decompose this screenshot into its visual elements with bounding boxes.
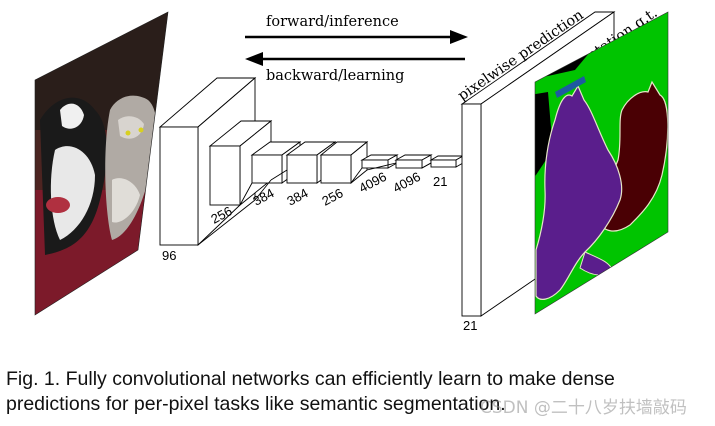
figure-caption: Fig. 1. Fully convolutional networks can…	[6, 367, 710, 417]
caption-line-1: Fig. 1. Fully convolutional networks can…	[6, 368, 615, 390]
caption-line-2: predictions for per-pixel tasks like sem…	[6, 393, 506, 415]
layer-block-256b	[319, 141, 369, 184]
forward-arrow	[245, 30, 468, 44]
layer-block-21	[429, 155, 465, 168]
csdn-watermark: CSDN @二十八岁扶墙敲码	[480, 398, 687, 418]
fcn-architecture-figure: forward/inference backward/learning	[34, 5, 669, 333]
layer-label-96: 96	[162, 248, 176, 263]
segmentation-gt-marker	[555, 76, 586, 98]
forward-label: forward/inference	[266, 14, 399, 30]
backward-label: backward/learning	[266, 68, 404, 84]
layer-block-4096a	[360, 154, 399, 169]
layer-label-256b: 256	[319, 185, 345, 208]
layer-label-4096b: 4096	[390, 169, 423, 196]
backward-arrow	[245, 52, 465, 66]
input-image	[34, 11, 169, 316]
layer-label-21: 21	[433, 174, 447, 189]
layer-connectors	[197, 162, 432, 246]
segmentation-border	[534, 11, 669, 315]
layer-label-384b: 384	[284, 185, 310, 208]
layer-block-4096b	[394, 154, 433, 169]
output-label-21: 21	[463, 318, 477, 333]
